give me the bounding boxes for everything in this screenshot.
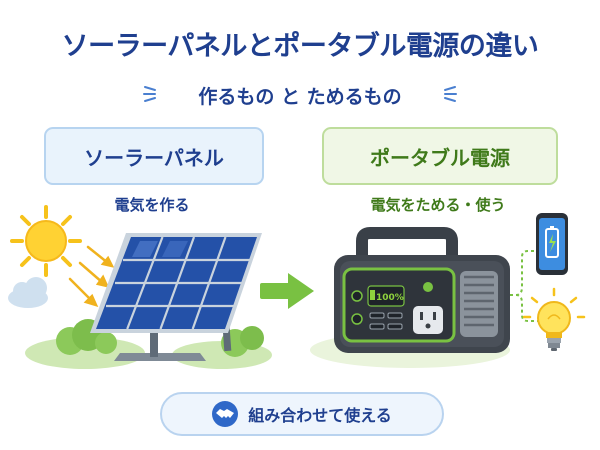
light-bulb-icon	[522, 287, 586, 351]
solar-panel-label: ソーラーパネル	[44, 127, 264, 185]
battery-display	[367, 285, 405, 307]
power-station-label: ポータブル電源	[322, 127, 558, 185]
subtitle: 作るもの と ためるもの	[198, 86, 402, 108]
sun-icon	[10, 205, 82, 277]
power-station-caption: 電気をためる・使う	[370, 196, 506, 214]
solar-illustration	[8, 205, 272, 369]
cloud-icon	[8, 277, 48, 308]
sunlight-rays	[68, 245, 115, 307]
portable-power-station-icon: 100%	[334, 255, 510, 353]
page-title: ソーラーパネルとポータブル電源の違い	[61, 31, 539, 62]
ac-outlet-icon	[413, 306, 443, 334]
sparkle-left-icon	[143, 86, 156, 102]
combine-badge: 組み合わせて使える	[160, 392, 444, 436]
sparkle-right-icon	[444, 86, 457, 102]
usb-ports	[369, 312, 403, 330]
solar-panel-icon	[90, 233, 262, 333]
connection-lines	[510, 250, 538, 322]
power-station-illustration: 100%	[310, 213, 586, 368]
smartphone-icon	[536, 213, 568, 275]
arrow-right-icon	[260, 273, 314, 309]
battery-percent: 100%	[376, 293, 404, 303]
handshake-icon	[212, 401, 239, 427]
solar-caption: 電気を作る	[114, 196, 190, 214]
combine-label: 組み合わせて使える	[248, 406, 392, 425]
power-button	[351, 290, 363, 302]
power-station-handle	[356, 227, 458, 259]
